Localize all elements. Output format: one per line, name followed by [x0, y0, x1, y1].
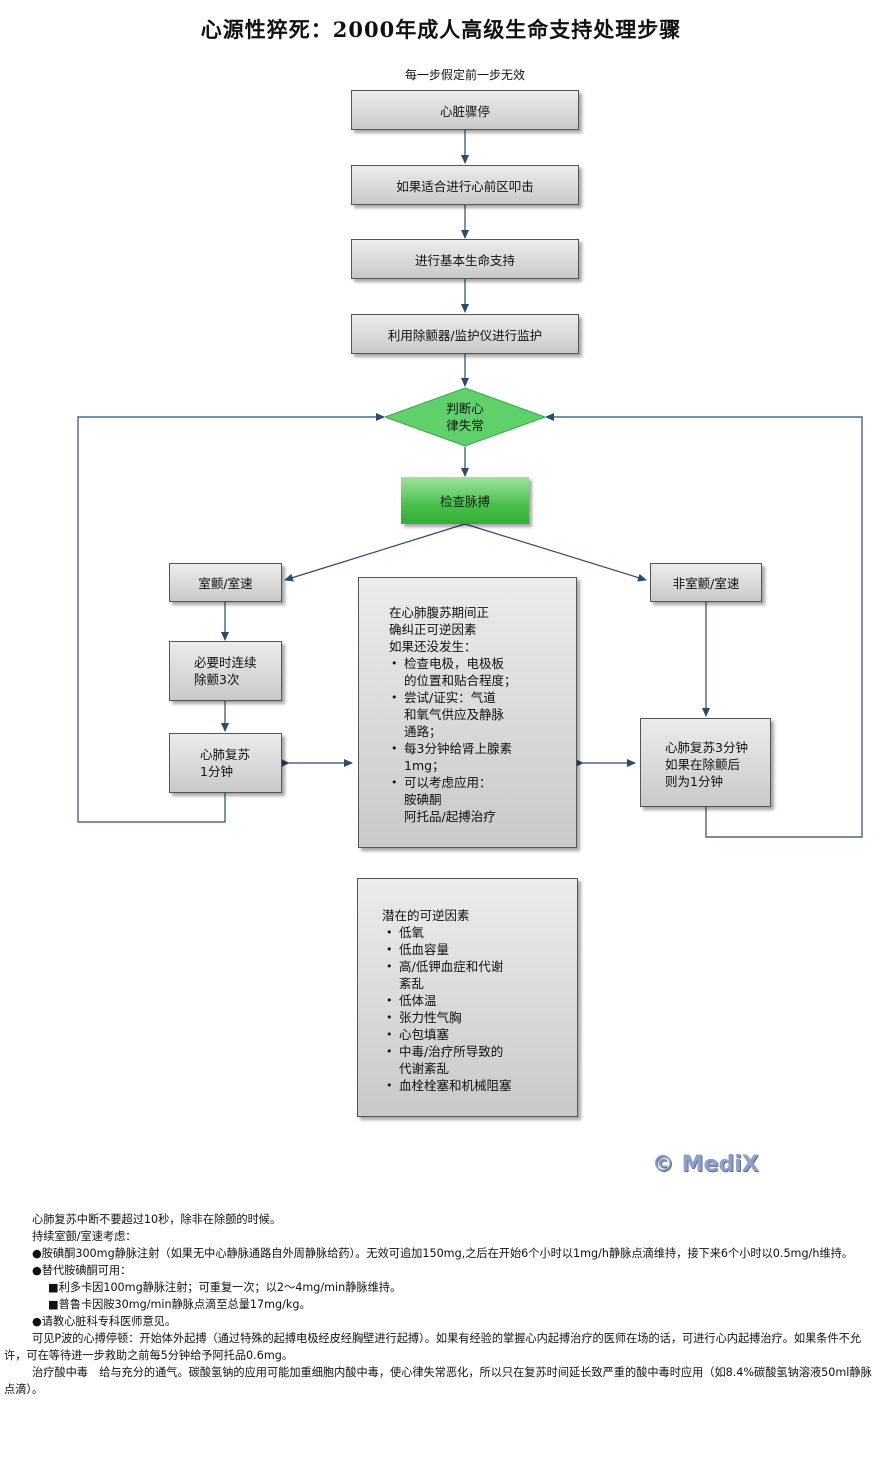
list-item: 低体温: [386, 992, 577, 1009]
list-item: 中毒/治疗所导致的 代谢紊乱: [386, 1043, 577, 1077]
step-non-vf-vt-label: 非室颤/室速: [672, 576, 740, 591]
loop-left: [77, 413, 385, 823]
step-vf-vt-label: 室颤/室速: [198, 576, 253, 591]
step-cpr-3min: 心肺复苏3分钟 如果在除颤后 则为1分钟: [640, 718, 771, 807]
step-check-pulse: 检查脉搏: [401, 477, 529, 524]
note-line: 心肺复苏中断不要超过10秒，除非在除颤的时候。: [32, 1213, 282, 1226]
note-line: 持续室颤/室速考虑：: [32, 1230, 137, 1243]
note-line: ●替代胺碘酮可用：: [32, 1264, 132, 1277]
medix-watermark: © MediX: [652, 1152, 759, 1177]
step-bls: 进行基本生命支持: [351, 239, 579, 279]
loop-right: [545, 413, 863, 838]
list-item: 可以考虑应用： 胺碘酮 阿托品/起搏治疗: [391, 774, 576, 825]
notes-section: 心肺复苏中断不要超过10秒，除非在除颤的时候。 持续室颤/室速考虑： ●胺碘酮3…: [4, 1211, 876, 1398]
step-precordial-thump-label: 如果适合进行心前区叩击: [396, 178, 534, 194]
step-cpr-1min-label: 心肺复苏 1分钟: [200, 747, 251, 779]
step-bls-label: 进行基本生命支持: [414, 252, 515, 268]
list-item: 低氧: [386, 924, 577, 941]
note-line: 可见P波的心搏停顿：开始体外起搏（通过特殊的起搏电极经皮经胸壁进行起搏）。如果有…: [4, 1332, 862, 1362]
step-vf-vt: 室颤/室速: [169, 563, 282, 602]
list-item: 检查电极，电极板 的位置和贴合程度；: [391, 655, 576, 689]
note-line: ●请教心脏科专科医师意见。: [32, 1315, 177, 1328]
note-line: ■利多卡因100mg静脉注射；可重复一次；以2～4mg/min静脉维持。: [48, 1281, 402, 1294]
arrow-pulse-to-vf: [284, 523, 466, 582]
arrow-pulse-to-nonvf: [464, 523, 647, 582]
during-cpr-heading: 在心肺腹苏期间正 确纠正可逆因素 如果还没发生：: [389, 605, 490, 654]
step-cpr-3min-label: 心肺复苏3分钟 如果在除颤后 则为1分钟: [665, 740, 748, 789]
step-cpr-1min: 心肺复苏 1分钟: [169, 733, 282, 793]
page-title: 心源性猝死：2000年成人高级生命支持处理步骤: [200, 17, 682, 42]
step-cardiac-arrest-label: 心脏骤停: [439, 103, 490, 119]
assess-rhythm-label: 判断心 律失常: [446, 401, 484, 433]
note-line: ●胺碘酮300mg静脉注射（如果无中心静脉通路自外周静脉给药）。无效可追加150…: [32, 1247, 853, 1260]
step-monitor: 利用除颤器/监护仪进行监护: [351, 314, 579, 354]
reversible-causes-box: 潜在的可逆因素 低氧 低血容量 高/低钾血症和代谢 紊乱 低体温 张力性气胸 心…: [357, 878, 578, 1117]
list-item: 尝试/证实：气道 和氧气供应及静脉 通路；: [391, 689, 576, 740]
step-check-pulse-label: 检查脉搏: [439, 494, 490, 509]
reversible-causes-heading: 潜在的可逆因素: [382, 908, 470, 923]
step-cardiac-arrest: 心脏骤停: [351, 90, 579, 130]
step-monitor-label: 利用除颤器/监护仪进行监护: [387, 327, 543, 343]
list-item: 高/低钾血症和代谢 紊乱: [386, 958, 577, 992]
step-precordial-thump: 如果适合进行心前区叩击: [351, 165, 579, 205]
list-item: 低血容量: [386, 941, 577, 958]
step-defib-3-label: 必要时连续 除颤3次: [194, 655, 257, 687]
step-non-vf-vt: 非室颤/室速: [650, 563, 762, 602]
note-line: 治疗酸中毒 给与充分的通气。碳酸氢钠的应用可能加重细胞内酸中毒，使心律失常恶化，…: [4, 1366, 872, 1396]
list-item: 张力性气胸: [386, 1009, 577, 1026]
list-item: 血栓栓塞和机械阻塞: [386, 1077, 577, 1094]
during-cpr-list: 检查电极，电极板 的位置和贴合程度； 尝试/证实：气道 和氧气供应及静脉 通路；…: [391, 655, 576, 825]
during-cpr-box: 在心肺腹苏期间正 确纠正可逆因素 如果还没发生： 检查电极，电极板 的位置和贴合…: [358, 577, 577, 848]
list-item: 心包填塞: [386, 1026, 577, 1043]
assess-rhythm-diamond: [383, 387, 547, 447]
list-item: 每3分钟给肾上腺素 1mg；: [391, 740, 576, 774]
subtitle: 每一步假定前一步无效: [404, 68, 525, 82]
step-defib-3: 必要时连续 除颤3次: [169, 641, 282, 701]
note-line: ■普鲁卡因胺30mg/min静脉点滴至总量17mg/kg。: [48, 1298, 311, 1311]
reversible-causes-list: 低氧 低血容量 高/低钾血症和代谢 紊乱 低体温 张力性气胸 心包填塞 中毒/治…: [386, 924, 577, 1094]
